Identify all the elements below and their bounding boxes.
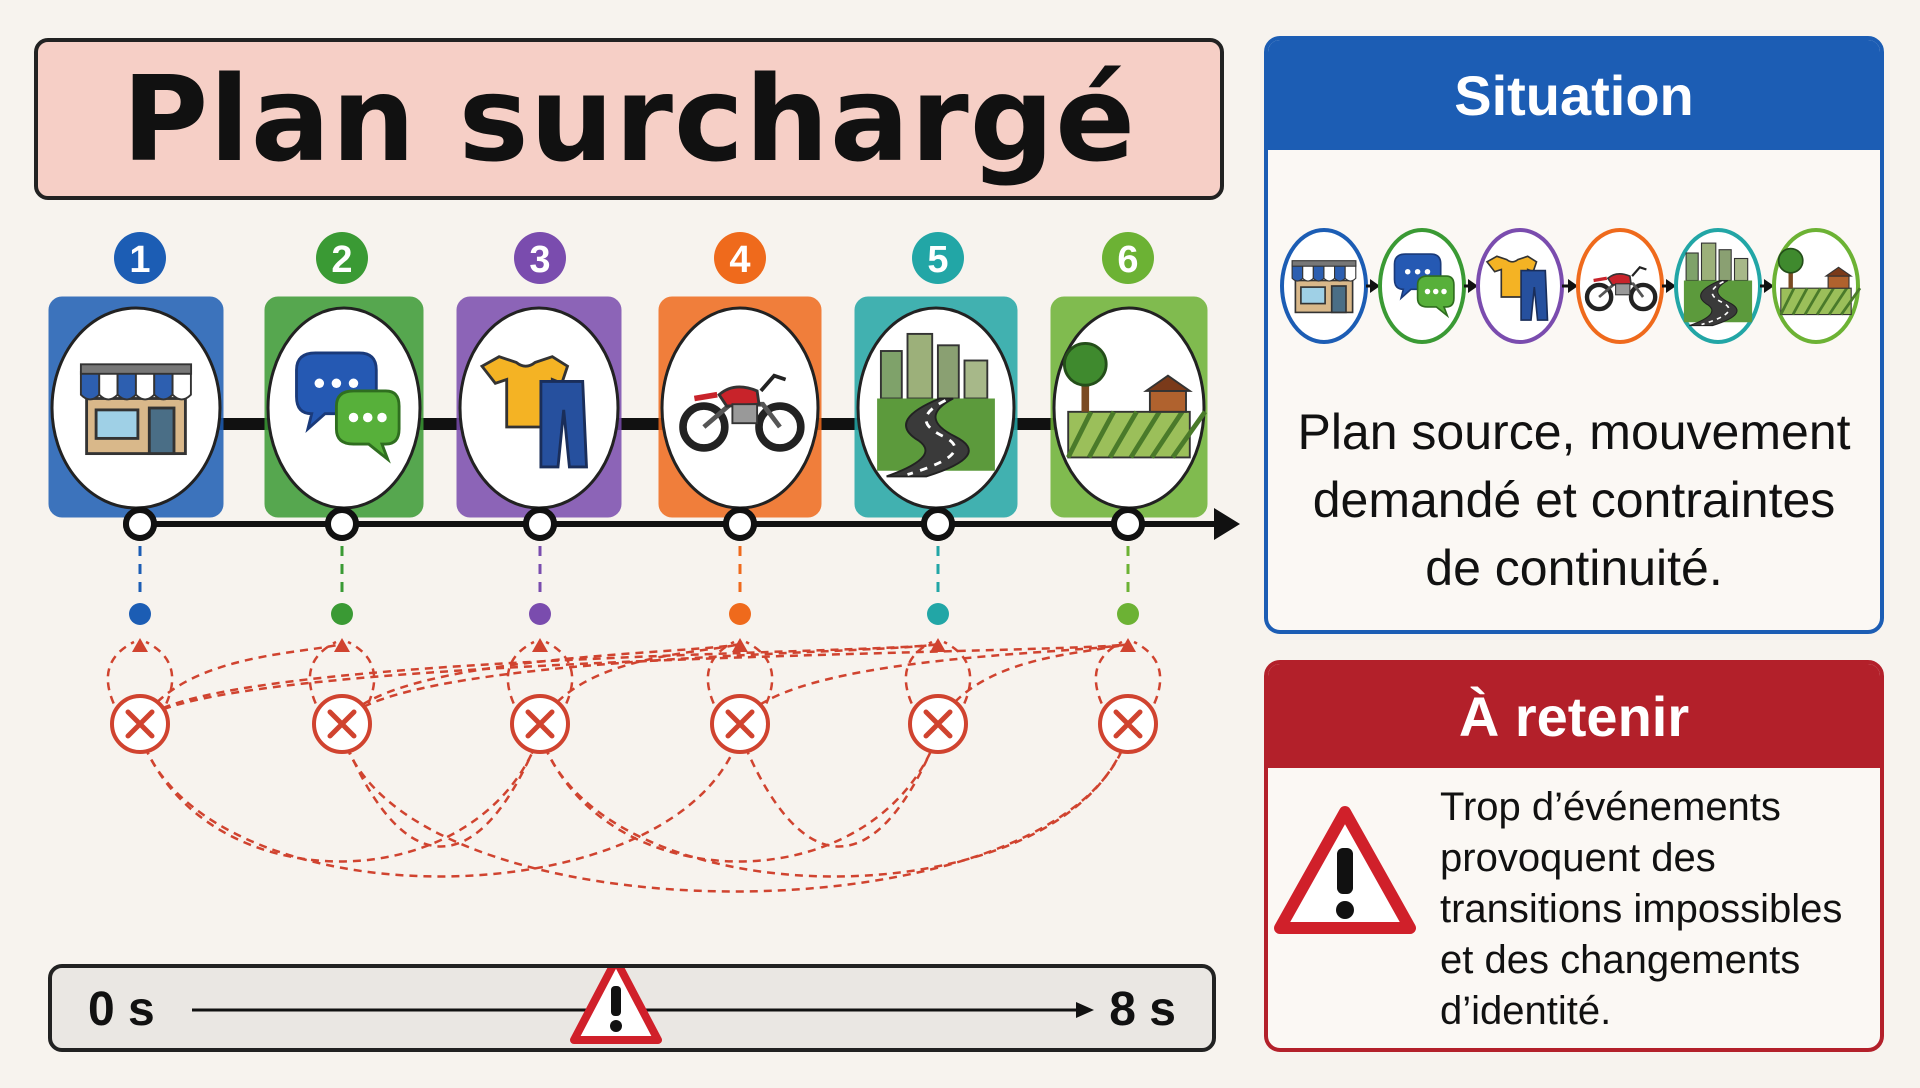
target-dot	[129, 603, 151, 625]
step-2: 2	[264, 232, 424, 754]
step-1: 1	[48, 232, 224, 754]
situation-header: Situation	[1268, 40, 1880, 150]
timeline-arrowhead	[1214, 508, 1240, 540]
step-4: 4	[658, 232, 822, 754]
time-bar: 0 s 8 s	[48, 964, 1216, 1052]
step-6: 6	[1050, 232, 1208, 754]
step-number: 4	[729, 239, 750, 281]
motorcycle-icon	[679, 373, 805, 452]
error-arrowhead	[532, 638, 548, 652]
situation-line-3: de continuité.	[1425, 540, 1723, 596]
retenir-header: À retenir	[1268, 664, 1880, 768]
title-banner: Plan surchargé	[34, 38, 1224, 200]
clothes-icon	[479, 355, 588, 469]
timeline-diagram: 1 2 3 4 5 6	[48, 232, 1240, 893]
step-number-badge	[514, 232, 566, 284]
error-arrowhead	[930, 638, 946, 652]
retenir-line-2: provoquent des	[1440, 836, 1716, 880]
time-arrow	[192, 968, 1094, 1044]
step-number-badge	[114, 232, 166, 284]
step-5: 5	[854, 232, 1018, 754]
step-number: 6	[1117, 239, 1138, 281]
target-dot	[529, 603, 551, 625]
timeline-node	[723, 507, 757, 541]
timeline-node	[123, 507, 157, 541]
step-number-badge	[1102, 232, 1154, 284]
target-dot	[927, 603, 949, 625]
retenir-title: À retenir	[1458, 684, 1690, 748]
timeline-node	[921, 507, 955, 541]
farm-field-icon	[1777, 247, 1862, 316]
clothes-icon	[1485, 255, 1549, 321]
target-dot	[331, 603, 353, 625]
step-number: 1	[129, 239, 150, 281]
warning-triangle-icon	[1274, 806, 1416, 934]
road-city-icon	[1683, 242, 1753, 327]
impossible-transition-curves	[106, 640, 1162, 893]
error-arrowhead	[132, 638, 148, 652]
step-number: 5	[927, 239, 948, 281]
mini-step-3	[1476, 228, 1564, 344]
situation-line-1: Plan source, mouvement	[1297, 404, 1851, 460]
mini-step-6	[1772, 228, 1862, 344]
target-dot	[729, 603, 751, 625]
error-arrowhead	[732, 638, 748, 652]
situation-title: Situation	[1454, 63, 1694, 127]
shop-icon	[79, 363, 193, 456]
step-number: 3	[529, 239, 550, 281]
step-3: 3	[456, 232, 622, 754]
mini-step-1	[1280, 228, 1368, 344]
retenir-line-4: et des changements	[1440, 938, 1801, 982]
time-start-label: 0 s	[88, 983, 155, 1036]
time-end-label: 8 s	[1109, 983, 1176, 1036]
mini-step-5	[1674, 228, 1762, 344]
retenir-text: Trop d’événements provoquent des transit…	[1440, 782, 1870, 1037]
time-warning-icon	[570, 968, 662, 1044]
retenir-line-5: d’identité.	[1440, 989, 1612, 1033]
step-number: 2	[331, 239, 352, 281]
page-title: Plan surchargé	[121, 50, 1137, 188]
situation-line-2: demandé et contraintes	[1312, 472, 1836, 528]
timeline-node	[1111, 507, 1145, 541]
chat-bubbles-icon	[1393, 253, 1455, 319]
retenir-panel: À retenir Trop d’événements provoquent d…	[1264, 660, 1884, 1052]
timeline-node	[325, 507, 359, 541]
chat-bubbles-icon	[295, 351, 401, 464]
timeline-node	[523, 507, 557, 541]
road-city-icon	[877, 332, 995, 478]
shop-icon	[1291, 260, 1357, 314]
retenir-line-1: Trop d’événements	[1440, 785, 1781, 829]
error-arrowhead	[334, 638, 350, 652]
error-arrowhead	[1120, 638, 1136, 652]
step-number-badge	[714, 232, 766, 284]
mini-step-2	[1378, 228, 1466, 344]
step-number-badge	[316, 232, 368, 284]
target-dot	[1117, 603, 1139, 625]
situation-panel: Situation Plan source, mouvement demandé…	[1264, 36, 1884, 634]
mini-step-4	[1576, 228, 1664, 344]
retenir-line-3: transitions impossibles	[1440, 887, 1843, 931]
step-number-badge	[912, 232, 964, 284]
mini-sequence-strip	[1280, 228, 1862, 344]
situation-text: Plan source, mouvement demandé et contra…	[1268, 398, 1880, 602]
farm-field-icon	[1062, 341, 1207, 459]
motorcycle-icon	[1584, 266, 1658, 312]
